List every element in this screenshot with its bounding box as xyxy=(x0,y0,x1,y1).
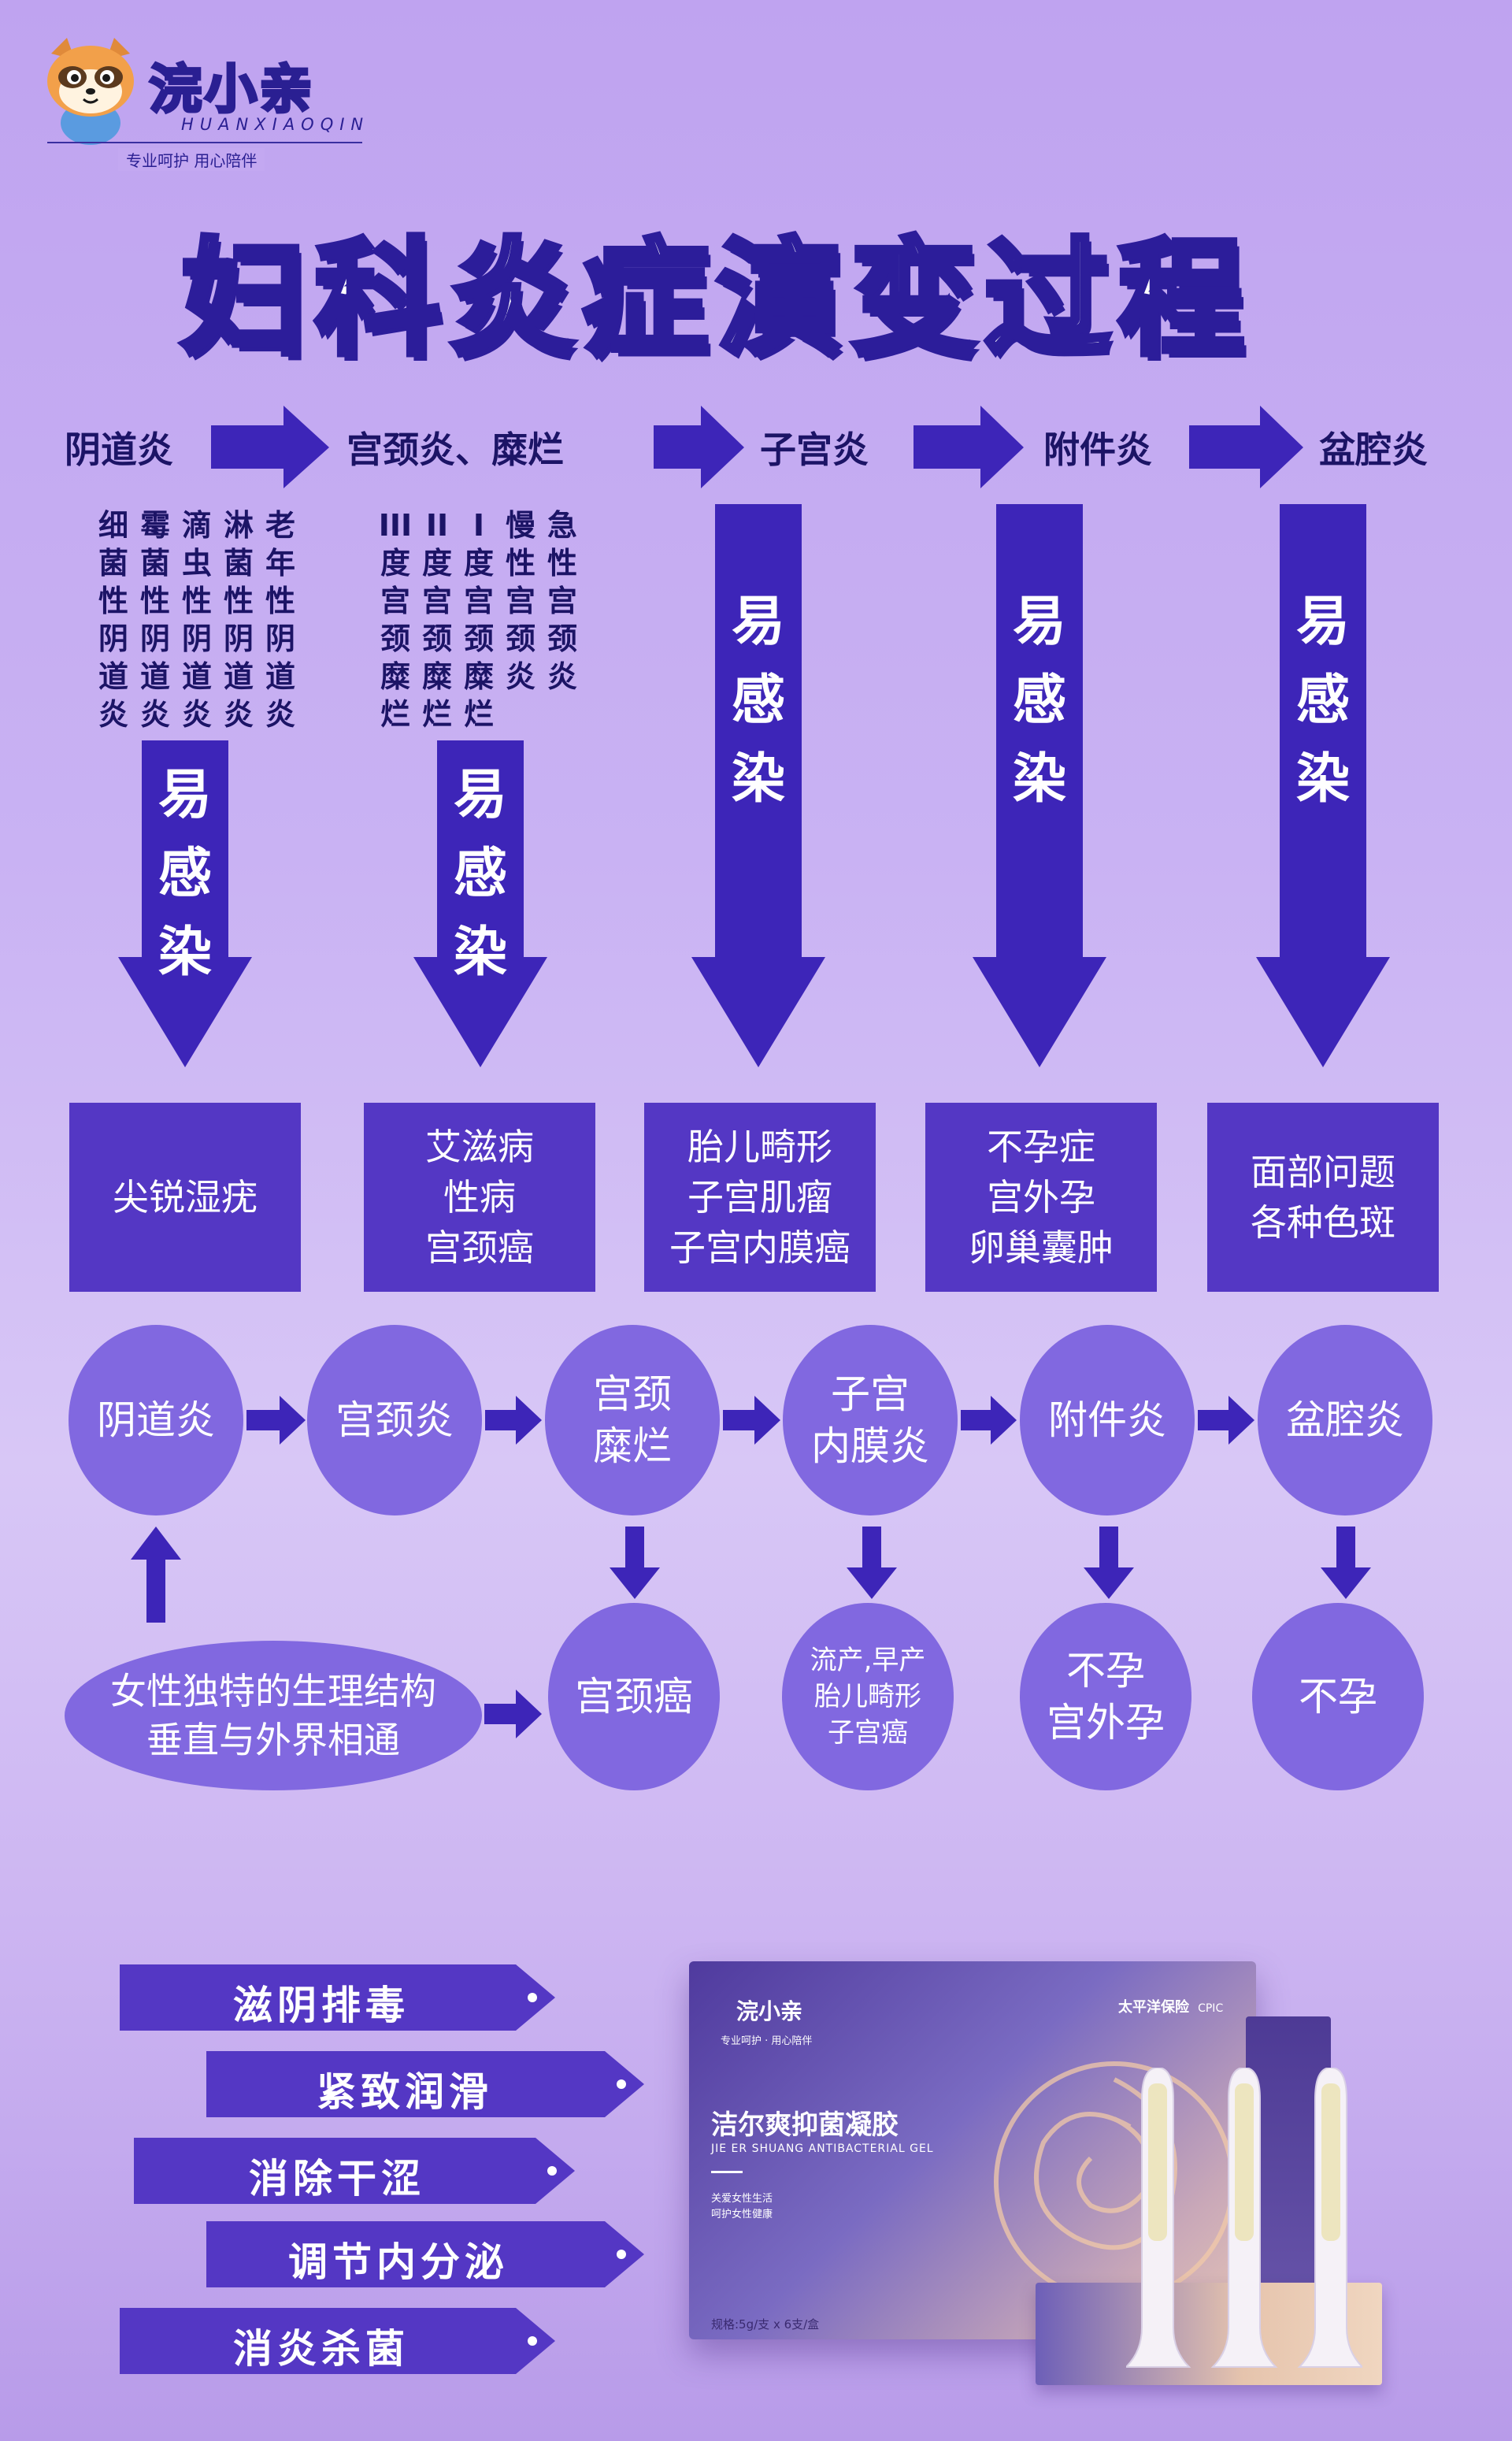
tag-hole-icon xyxy=(617,2079,626,2089)
flow-circle-vaginitis: 阴道炎 xyxy=(69,1325,243,1515)
box-slogan: 专业呵护 · 用心陪伴 xyxy=(721,2035,813,2047)
right-arrow-icon xyxy=(246,1396,306,1445)
stage-label-4: 附件炎 xyxy=(1043,428,1152,471)
stage-arrows xyxy=(211,406,1303,488)
stage-arrow-icon xyxy=(211,406,329,488)
stage-label-3: 子宫炎 xyxy=(760,428,869,471)
tag-hole-icon xyxy=(528,1993,537,2002)
product-tagline-2: 呵护女性健康 xyxy=(711,2209,773,2220)
root-cause-ellipse: 女性独特的生理结构 垂直与外界相通 xyxy=(65,1641,482,1790)
tag-hole-icon xyxy=(528,2336,537,2346)
insurer-logo: 太平洋保险 CPIC xyxy=(1118,1996,1223,2016)
cervicitis-type-5: 急性宫颈炎 xyxy=(547,508,577,694)
down-arrow-icon xyxy=(1084,1527,1134,1599)
consequence-cervical-cancer: 宫颈癌 xyxy=(548,1603,720,1790)
down-arrow-icon xyxy=(610,1527,660,1599)
box-brand: 浣小亲 xyxy=(736,1998,803,2024)
flow-circle-adnexitis: 附件炎 xyxy=(1020,1325,1195,1515)
stage-label-5: 盆腔炎 xyxy=(1319,428,1428,471)
raccoon-mascot-icon xyxy=(47,38,134,145)
consequence-miscarriage: 流产,早产 胎儿畸形 子宫癌 xyxy=(782,1603,954,1790)
brand-name: 浣小亲 xyxy=(148,58,315,121)
tag-hole-icon xyxy=(617,2250,626,2259)
right-arrow-icon xyxy=(485,1396,542,1445)
benefit-tag-3: 消除干涩 xyxy=(249,2156,425,2202)
right-arrow-icon xyxy=(484,1690,542,1738)
page-title: 妇科炎症演变过程 xyxy=(178,223,1253,376)
right-arrow-icon xyxy=(1198,1396,1254,1445)
product-image: 浣小亲 专业呵护 · 用心陪伴 太平洋保险 CPIC 洁尔爽抑菌凝胶 JIE E… xyxy=(685,1961,1457,2402)
infection-label-1: 易感染 xyxy=(158,764,212,984)
vaginitis-type-4: 淋菌性阴道炎 xyxy=(223,508,254,732)
product-divider xyxy=(711,2171,743,2173)
flow-circle-cervicitis: 宫颈炎 xyxy=(307,1325,482,1515)
stage-label-2: 宫颈炎、糜烂 xyxy=(346,428,564,471)
down-arrow-icon xyxy=(1256,504,1390,1067)
stage-label-1: 阴道炎 xyxy=(65,428,173,471)
down-arrow-icon xyxy=(973,504,1106,1067)
stage-arrow-icon xyxy=(1189,406,1303,488)
tag-hole-icon xyxy=(547,2166,557,2176)
infection-label-5: 易感染 xyxy=(1295,591,1350,811)
cervicitis-type-2: II度宫颈糜烂 xyxy=(421,508,452,732)
right-arrow-icon xyxy=(723,1396,780,1445)
stage-arrow-icon xyxy=(914,406,1024,488)
product-tagline-1: 关爱女性生活 xyxy=(711,2193,773,2205)
product-name-en: JIE ER SHUANG ANTIBACTERIAL GEL xyxy=(711,2142,934,2155)
insurer-name: 太平洋保险 xyxy=(1118,1999,1189,2016)
outcome-box-1: 尖锐湿疣 xyxy=(69,1103,301,1292)
infection-label-4: 易感染 xyxy=(1012,591,1066,811)
down-arrow-icon xyxy=(691,504,825,1067)
cervicitis-type-4: 慢性宫颈炎 xyxy=(505,508,536,694)
logo: 浣小亲 HUANXIAOQIN 专业呵护 用心陪伴 xyxy=(32,24,370,181)
down-arrow-icon xyxy=(847,1527,897,1599)
flow-circle-endometritis: 子宫 内膜炎 xyxy=(783,1325,958,1515)
benefit-tag-5: 消炎杀菌 xyxy=(233,2326,410,2372)
infection-label-3: 易感染 xyxy=(731,591,785,811)
right-arrow-icon xyxy=(961,1396,1017,1445)
down-arrow-icon xyxy=(1321,1527,1371,1599)
logo-divider xyxy=(47,142,362,143)
cervicitis-type-3: I度宫颈糜烂 xyxy=(463,508,494,732)
stage-arrow-icon xyxy=(654,406,744,488)
vaginitis-type-1: 细菌性阴道炎 xyxy=(98,508,128,732)
benefit-tags-bg xyxy=(120,1964,644,2374)
outcome-box-2: 艾滋病 性病 宫颈癌 xyxy=(364,1103,595,1292)
flow-circle-pelvic: 盆腔炎 xyxy=(1258,1325,1432,1515)
product-spec: 规格:5g/支 x 6支/盒 xyxy=(711,2317,820,2332)
brand-slogan: 专业呵护 用心陪伴 xyxy=(118,148,265,171)
cervicitis-type-1: III度宫颈糜烂 xyxy=(378,508,413,732)
outcome-box-3: 胎儿畸形 子宫肌瘤 子宫内膜癌 xyxy=(644,1103,876,1292)
outcome-box-4: 不孕症 宫外孕 卵巢囊肿 xyxy=(925,1103,1157,1292)
benefit-tag-2: 紧致润滑 xyxy=(317,2069,493,2115)
infection-arrows xyxy=(118,504,1390,1067)
flow-circle-cervical-erosion: 宫颈 糜烂 xyxy=(545,1325,720,1515)
vaginitis-type-5: 老年性阴道炎 xyxy=(265,508,295,732)
applicator-icon xyxy=(1126,2068,1362,2368)
benefit-tag-1: 滋阴排毒 xyxy=(233,1983,410,2028)
down-arrow-icon xyxy=(413,740,547,1067)
consequence-infertility: 不孕 xyxy=(1252,1603,1424,1790)
benefit-tag-4: 调节内分泌 xyxy=(288,2239,509,2285)
up-arrow-icon xyxy=(131,1527,181,1623)
insurer-sub: CPIC xyxy=(1198,2002,1224,2015)
flow-arrows xyxy=(131,1396,1371,1738)
consequence-infertility-ectopic: 不孕 宫外孕 xyxy=(1020,1603,1191,1790)
vaginitis-type-3: 滴虫性阴道炎 xyxy=(181,508,212,732)
vaginitis-type-2: 霉菌性阴道炎 xyxy=(139,508,170,732)
infection-label-2: 易感染 xyxy=(453,764,507,984)
outcome-box-5: 面部问题 各种色斑 xyxy=(1207,1103,1439,1292)
product-name: 洁尔爽抑菌凝胶 xyxy=(711,2109,899,2141)
brand-pinyin: HUANXIAOQIN xyxy=(181,115,370,134)
down-arrow-icon xyxy=(118,740,252,1067)
